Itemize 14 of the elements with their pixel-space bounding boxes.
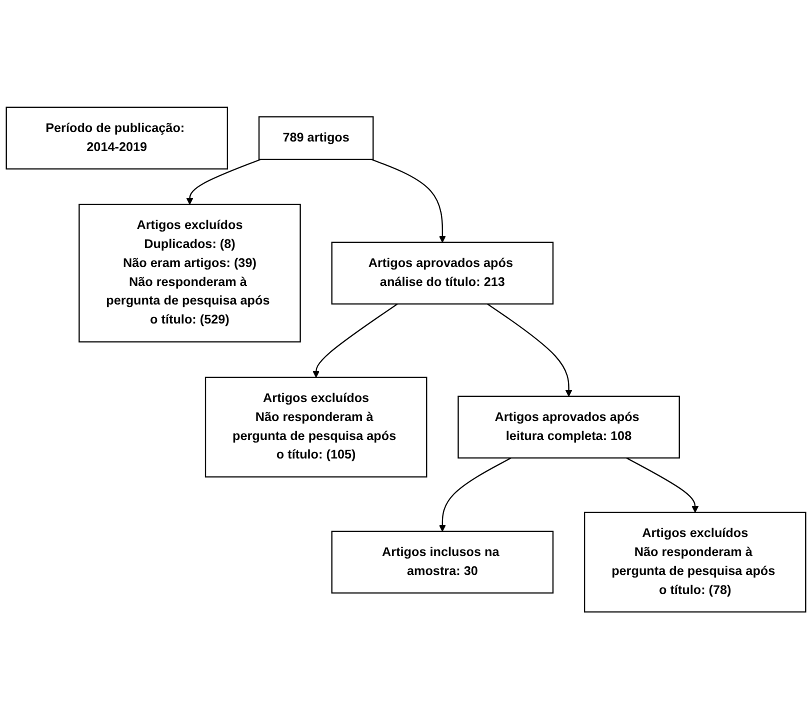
node-box: Artigos aprovados após leitura completa: 108 xyxy=(458,396,680,459)
node-box: Período de publicação: 2014-2019 xyxy=(6,107,228,170)
node-box: Artigos aprovados após análise do título: 213 xyxy=(331,242,554,305)
node-box: Artigos excluídos Duplicados: (8) Não eram artigos: (39) Não responderam à pergunta de pesquisa após o título: (529) xyxy=(78,204,301,343)
arrow xyxy=(371,159,446,244)
node-box: 789 artigos xyxy=(258,116,374,160)
node-box: Artigos excluídos Não responderam à pergunta de pesquisa após o título: (78) xyxy=(584,512,806,613)
node-box: Artigos excluídos Não responderam à pergunta de pesquisa após o título: (105) xyxy=(204,377,428,478)
arrow xyxy=(626,458,699,514)
arrow xyxy=(438,458,512,532)
node-box: Artigos inclusos na amostra: 30 xyxy=(331,531,554,594)
arrow xyxy=(487,304,572,398)
arrow xyxy=(186,159,261,206)
arrow xyxy=(312,304,398,378)
